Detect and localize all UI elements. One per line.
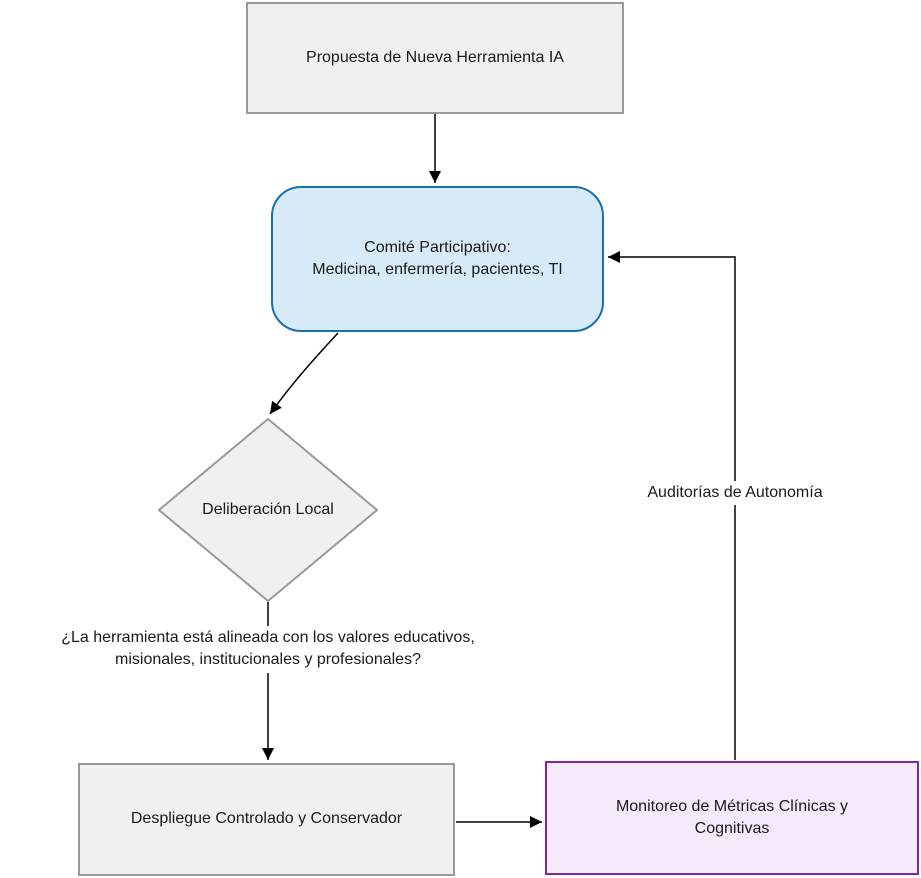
- node-committee-line2: Medicina, enfermería, pacientes, TI: [312, 261, 563, 278]
- deliberation-question-line2: misionales, institucionales y profesiona…: [115, 651, 421, 669]
- edge-committee-to-deliberation: [269, 332, 339, 415]
- node-committee-line1: Comité Participativo:: [364, 238, 511, 256]
- node-monitoring-line1: Monitoreo de Métricas Clínicas y: [615, 797, 849, 815]
- node-deliberation-label: Deliberación Local: [202, 501, 334, 518]
- node-monitoring: Monitoreo de Métricas Clínicas y Cogniti…: [545, 761, 919, 875]
- edge-monitoring-to-committee: [608, 251, 736, 760]
- audit-edge-label-text: Auditorías de Autonomía: [647, 484, 823, 501]
- node-deliberation: Deliberación Local: [158, 418, 378, 602]
- node-deployment: Despliegue Controlado y Conservador: [78, 763, 455, 876]
- node-monitoring-line2: Cognitivas: [694, 820, 770, 837]
- node-committee-label: Comité Participativo: Medicina, enfermer…: [312, 237, 563, 282]
- node-deployment-label: Despliegue Controlado y Conservador: [130, 810, 403, 828]
- audit-edge-label: Auditorías de Autonomía: [613, 481, 857, 506]
- deliberation-question-label: ¿La herramienta está alineada con los va…: [4, 626, 532, 673]
- node-committee: Comité Participativo: Medicina, enfermer…: [271, 186, 604, 332]
- node-proposal: Propuesta de Nueva Herramienta IA: [246, 2, 624, 114]
- diamond-icon: [158, 418, 378, 602]
- node-proposal-label: Propuesta de Nueva Herramienta IA: [306, 48, 564, 66]
- node-deliberation-shape: [158, 418, 378, 602]
- node-monitoring-label: Monitoreo de Métricas Clínicas y Cogniti…: [616, 796, 848, 841]
- deliberation-question-line1: ¿La herramienta está alineada con los va…: [61, 629, 475, 646]
